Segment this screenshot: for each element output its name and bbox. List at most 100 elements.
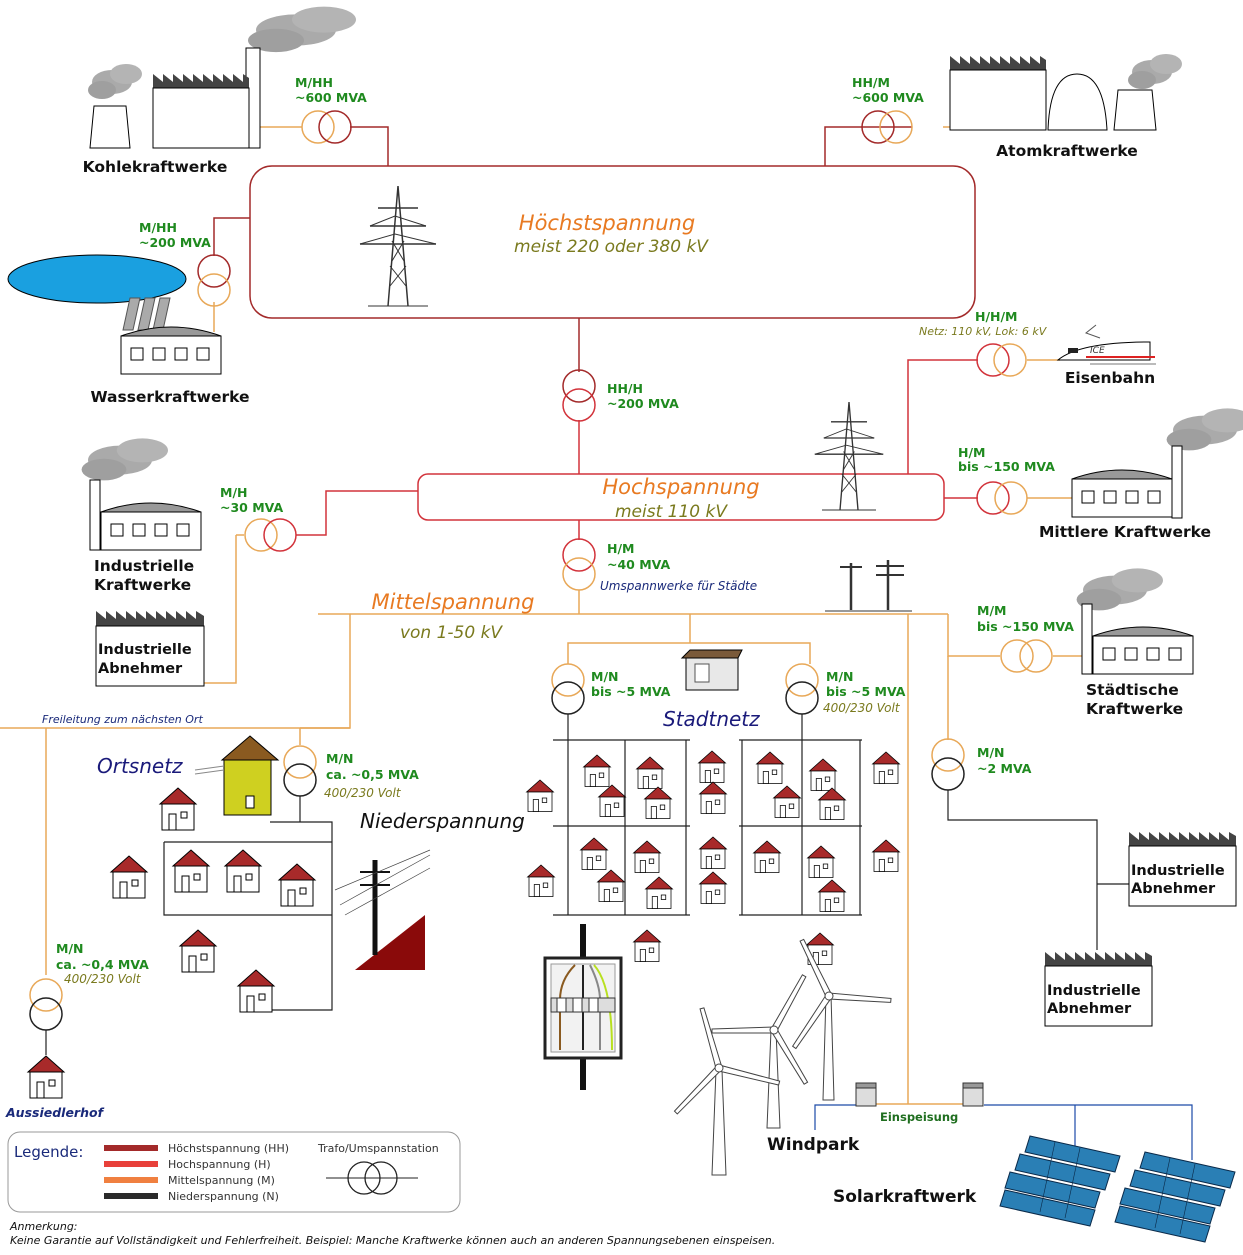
house-icon [583,754,611,787]
industrie-abnehmer-icon [95,611,205,687]
hh-lines [213,126,912,372]
legend-title: Legende: [14,1143,83,1161]
house-icon [237,969,275,1013]
einspeisung-stations [855,1082,984,1107]
legend-item-m: Mittelspannung (M) [168,1174,275,1187]
legend-trafo-icon [347,1161,381,1195]
trafo-hhh [562,369,596,422]
trafo-industrie-power: ~30 MVA [220,500,283,515]
house-icon [756,751,784,784]
legend-item-hh: Höchstspannung (HH) [168,1142,289,1155]
h-lines [296,359,978,540]
legend-item-h: Hochspannung (H) [168,1158,271,1171]
trafo-bahn-type: H/H/M [975,309,1018,324]
trafo-hof-power: ca. ~0,4 MVA [56,957,149,972]
trafo-ind2 [931,738,965,791]
ortsnetz-label: Ortsnetz [97,754,183,778]
trafo-stadt1-type: M/N [591,669,618,684]
industrie-ab2-label-2: Abnehmer [1131,881,1216,897]
solar-label: Solarkraftwerk [833,1187,977,1207]
trafo-kohle-power: ~600 MVA [295,90,367,105]
house-icon [818,787,846,820]
trafo-industrie [244,518,297,552]
pole-icon [825,560,912,612]
house-icon [773,785,801,818]
trafo-ort-power: ca. ~0,5 MVA [326,767,419,782]
industrie-abnehmer-3-icon [1044,952,1153,1027]
trafo-stadt2-type: M/N [826,669,853,684]
staedtisch-kraftwerk-icon [1076,568,1194,675]
eisenbahn-label: Eisenbahn [1065,369,1155,387]
legend-swatch-m [104,1177,158,1183]
mittlere-label: Mittlere Kraftwerke [1039,523,1211,541]
house-icon [278,863,316,907]
house-icon [172,849,210,893]
trafo-hof-volt: 400/230 Volt [64,972,142,986]
house-icon [597,869,625,902]
trafo-stadt1-power: bis ~5 MVA [591,684,671,699]
n-lines [45,714,1130,1055]
ice-train-icon [1056,324,1156,365]
house-icon [179,929,217,973]
trafo-stadt1 [551,663,585,715]
note-text: Keine Garantie auf Vollständigkeit und F… [10,1234,775,1247]
house-icon [580,837,608,870]
house-icon [636,756,664,789]
aussiedlerhof-label: Aussiedlerhof [5,1105,105,1120]
trafo-hhh-power: ~200 MVA [607,396,679,411]
trafo-kohle [301,110,352,144]
niederspannung-label: Niederspannung [360,809,525,833]
house-icon [698,750,726,783]
house-icon [644,786,672,819]
einspeisung-lines [814,1104,1193,1160]
trafo-ort [283,745,317,797]
trafo-hm-power: ~40 MVA [607,557,670,572]
house-icon [699,871,727,904]
atomkraftwerk-icon [949,54,1182,131]
staedtisch-label-2: Kraftwerke [1086,700,1183,718]
trafo-kohle-type: M/HH [295,75,333,90]
kohle-label: Kohlekraftwerke [83,158,228,176]
windpark-label: Windpark [767,1135,860,1155]
legend-item-n: Niederspannung (N) [168,1190,279,1203]
trafo-staedtisch-type: M/M [977,603,1006,618]
trafo-hhh-type: HH/H [607,381,643,396]
hh-title: Höchstspannung [519,211,695,235]
house-icon [633,929,661,962]
house-icon [807,845,835,878]
kohlekraftwerk-icon [88,6,356,149]
h-sub: meist 110 kV [615,502,728,522]
industrie-kw-label-2: Kraftwerke [94,576,191,594]
stadtnetz-label: Stadtnetz [663,707,760,731]
trafo-hof [29,978,63,1031]
trafo-wasser [197,254,231,307]
m-title: Mittelspannung [372,590,535,614]
trafo-stadt2-volt: 400/230 Volt [823,701,901,715]
trafo-ort-type: M/N [326,751,353,766]
legend-swatch-n [104,1193,158,1199]
hoechstspannung-box [249,165,976,319]
trafo-hm-type: H/M [607,541,634,556]
house-icon [527,864,555,897]
house-icon [645,876,673,909]
house-icon [27,1055,65,1099]
house-icon [872,751,900,784]
ice-text: ICE [1090,346,1105,356]
industrie-kw-label-1: Industrielle [94,557,194,575]
trafo-atom-type: HH/M [852,75,890,90]
house-icon [699,836,727,869]
solar-panels-icon [999,1135,1236,1243]
m-sub: von 1-50 kV [400,623,503,643]
trafo-mittlere [976,481,1028,515]
trafo-stadt2-power: bis ~5 MVA [826,684,906,699]
atom-label: Atomkraftwerke [996,142,1138,160]
trafo-staedtisch [1000,639,1053,673]
legend: Legende: Höchstspannung (HH) Hochspannun… [7,1131,461,1213]
hochspannung-box [417,473,945,521]
house-icon [753,840,781,873]
staedtisch-label-1: Städtische [1086,681,1179,699]
house-icon [159,787,197,831]
house-icon [818,879,846,912]
legend-swatch-hh [104,1145,158,1151]
ortsnetz-station-icon [194,735,280,816]
